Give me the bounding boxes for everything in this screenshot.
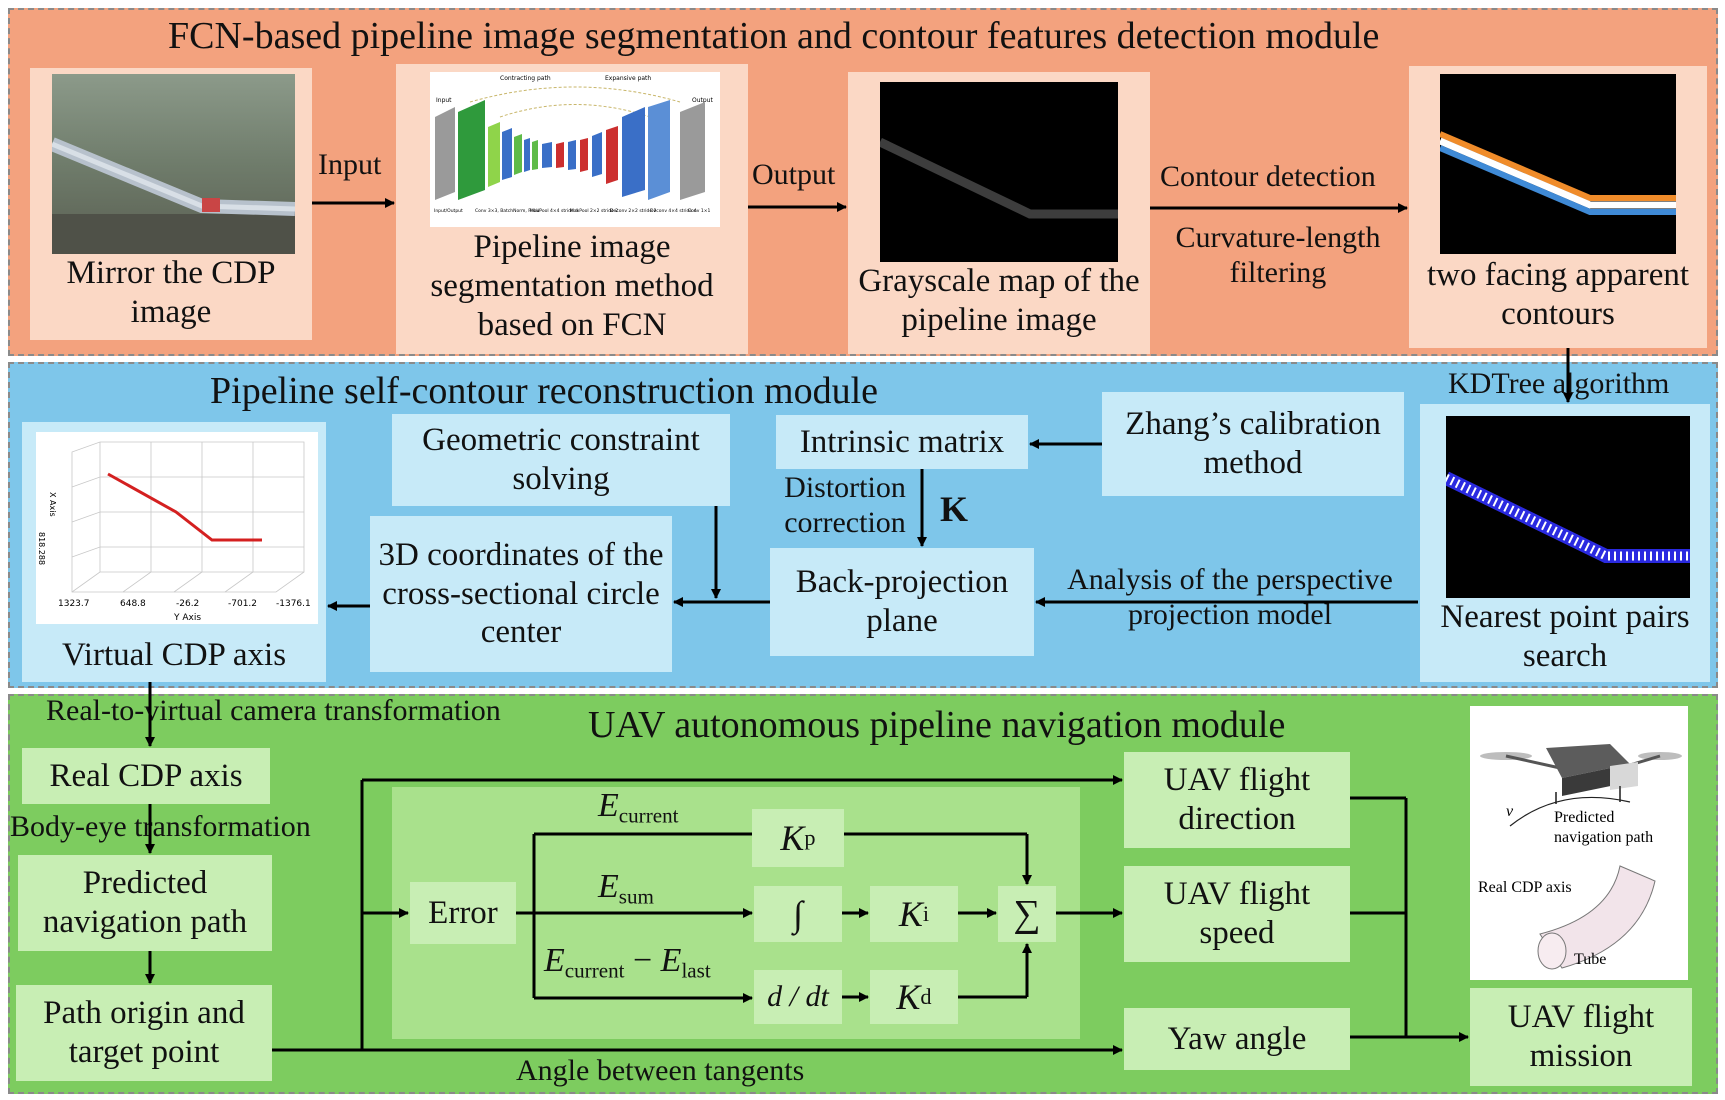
fcn-legend-3: MaxPool 2×2 stride 2 xyxy=(570,208,618,214)
real-axis-box: Real CDP axis xyxy=(22,748,270,804)
flight-speed-box: UAV flight speed xyxy=(1124,866,1350,962)
intrinsic-box: Intrinsic matrix xyxy=(776,415,1028,469)
fcn-legend-6: Conv 1×1 xyxy=(688,208,710,214)
fcn-top-right: Expansive path xyxy=(605,75,651,82)
fcn-legend-5: Deconv 4×4 stride 4 xyxy=(650,208,697,214)
plot-xtick-4: -1376.1 xyxy=(276,599,311,609)
perspective-label: Analysis of the perspective projection m… xyxy=(1067,563,1393,632)
body-eye-label: Body-eye transformation xyxy=(10,810,311,843)
fcn-architecture-diagram: Contracting path Expansive path Input Ou… xyxy=(430,72,720,227)
distortion-label: Distortion correction xyxy=(784,471,906,540)
sum-box: ∑ xyxy=(998,886,1056,942)
geometric-box: Geometric constraint solving xyxy=(392,414,730,506)
nav-module-title: UAV autonomous pipeline navigation modul… xyxy=(588,704,1286,746)
plot-yticks: 818.288 xyxy=(37,532,46,565)
plot-xtick-0: 1323.7 xyxy=(58,599,90,609)
k-symbol: K xyxy=(940,489,969,529)
recon-module-title: Pipeline self-contour reconstruction mod… xyxy=(210,370,878,412)
virtual-axis-plot: 818.288 X Axis 1323.7 648.8 -26.2 -701.2… xyxy=(36,432,318,624)
nearest-label: Nearest point pairs search xyxy=(1440,599,1690,674)
fcn-top-left: Contracting path xyxy=(500,75,551,82)
drone-tube: Tube xyxy=(1574,951,1606,968)
error-box: Error xyxy=(410,882,516,944)
curvature-filter-label: Curvature-length filtering xyxy=(1175,221,1381,290)
drone-illustration: v Predicted navigation path Real CDP axi… xyxy=(1470,706,1688,980)
fcn-legend-4: Deconv 2×2 stride 2 xyxy=(610,208,657,214)
contours-image xyxy=(1440,74,1676,254)
e-diff-term: Ecurrent − Elast xyxy=(544,942,711,983)
drone-predicted-2: navigation path xyxy=(1554,829,1653,846)
plot-xtick-2: -26.2 xyxy=(176,599,199,609)
flight-direction-box: UAV flight direction xyxy=(1124,752,1350,848)
e-sum-term: Esum xyxy=(598,868,654,909)
integral-box: ∫ xyxy=(754,886,842,942)
fcn-legend-2: MaxPool 4×4 stride 4 xyxy=(530,208,578,214)
drone-predicted-1: Predicted xyxy=(1554,809,1614,826)
mission-box: UAV flight mission xyxy=(1470,988,1692,1086)
cdp-photo xyxy=(52,74,295,254)
plot-xtick-1: 648.8 xyxy=(120,599,146,609)
output-arrow-label: Output xyxy=(752,158,836,191)
nearest-pairs-image xyxy=(1446,416,1690,598)
plot-xtick-3: -701.2 xyxy=(228,599,257,609)
input-arrow-label: Input xyxy=(318,148,382,181)
backprojection-box: Back-projection plane xyxy=(770,548,1034,656)
kdtree-label: KDTree algorithm xyxy=(1448,367,1670,400)
predicted-box: Predicted navigation path xyxy=(18,855,272,951)
coords3d-box: 3D coordinates of the cross-sectional ci… xyxy=(370,516,672,672)
zhang-box: Zhang’s calibration method xyxy=(1102,392,1404,496)
e-current-term: Ecurrent xyxy=(598,787,679,828)
deriv-box: d / dt xyxy=(754,970,842,1024)
contour-detection-label: Contour detection xyxy=(1160,160,1376,193)
contours-label: two facing apparent contours xyxy=(1426,257,1690,332)
segmentation-label: Pipeline image segmentation method based… xyxy=(430,229,714,343)
plot-ylabel: X Axis xyxy=(48,492,57,517)
real-to-virtual-label: Real-to-virtual camera transformation xyxy=(46,694,501,727)
grayscale-label: Grayscale map of the pipeline image xyxy=(858,263,1140,338)
virtual-axis-label: Virtual CDP axis xyxy=(61,637,287,673)
fcn-legend-0: Input/Output xyxy=(434,208,463,214)
angle-tangents-label: Angle between tangents xyxy=(516,1054,805,1087)
mirror-image-label: Mirror the CDP image xyxy=(66,255,276,330)
fcn-output-text: Output xyxy=(692,97,713,104)
fcn-legend-1: Conv 3×3, BatchNorm, ReLU xyxy=(475,208,540,214)
fcn-module-title: FCN-based pipeline image segmentation an… xyxy=(168,15,1380,57)
fcn-input-text: Input xyxy=(436,97,452,104)
grayscale-map-image xyxy=(880,82,1118,262)
drone-v: v xyxy=(1506,803,1514,820)
drone-real-axis: Real CDP axis xyxy=(1478,879,1572,896)
plot-xlabel: Y Axis xyxy=(173,613,201,623)
origin-box: Path origin and target point xyxy=(16,985,272,1081)
yaw-box: Yaw angle xyxy=(1124,1008,1350,1070)
